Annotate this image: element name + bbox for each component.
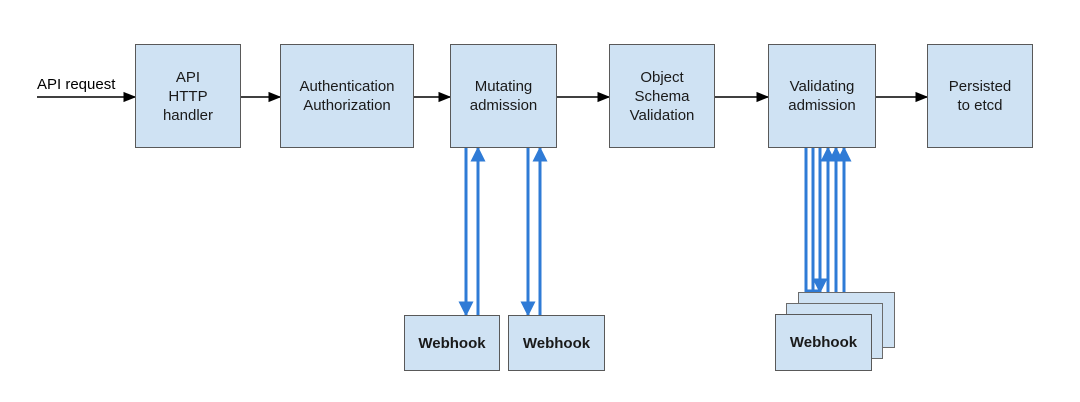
persisted-to-etcd-box: Persisted to etcd [927, 44, 1033, 148]
api-request-label: API request [37, 76, 116, 93]
api-http-handler-box: API HTTP handler [135, 44, 241, 148]
validating-admission-box: Validating admission [768, 44, 876, 148]
mutating-webhook-1: Webhook [404, 315, 500, 371]
mutating-webhook-2: Webhook [508, 315, 605, 371]
authentication-authorization-box: Authentication Authorization [280, 44, 414, 148]
object-schema-validation-box: Object Schema Validation [609, 44, 715, 148]
mutating-admission-box: Mutating admission [450, 44, 557, 148]
validating-webhook-front: Webhook [775, 314, 872, 371]
